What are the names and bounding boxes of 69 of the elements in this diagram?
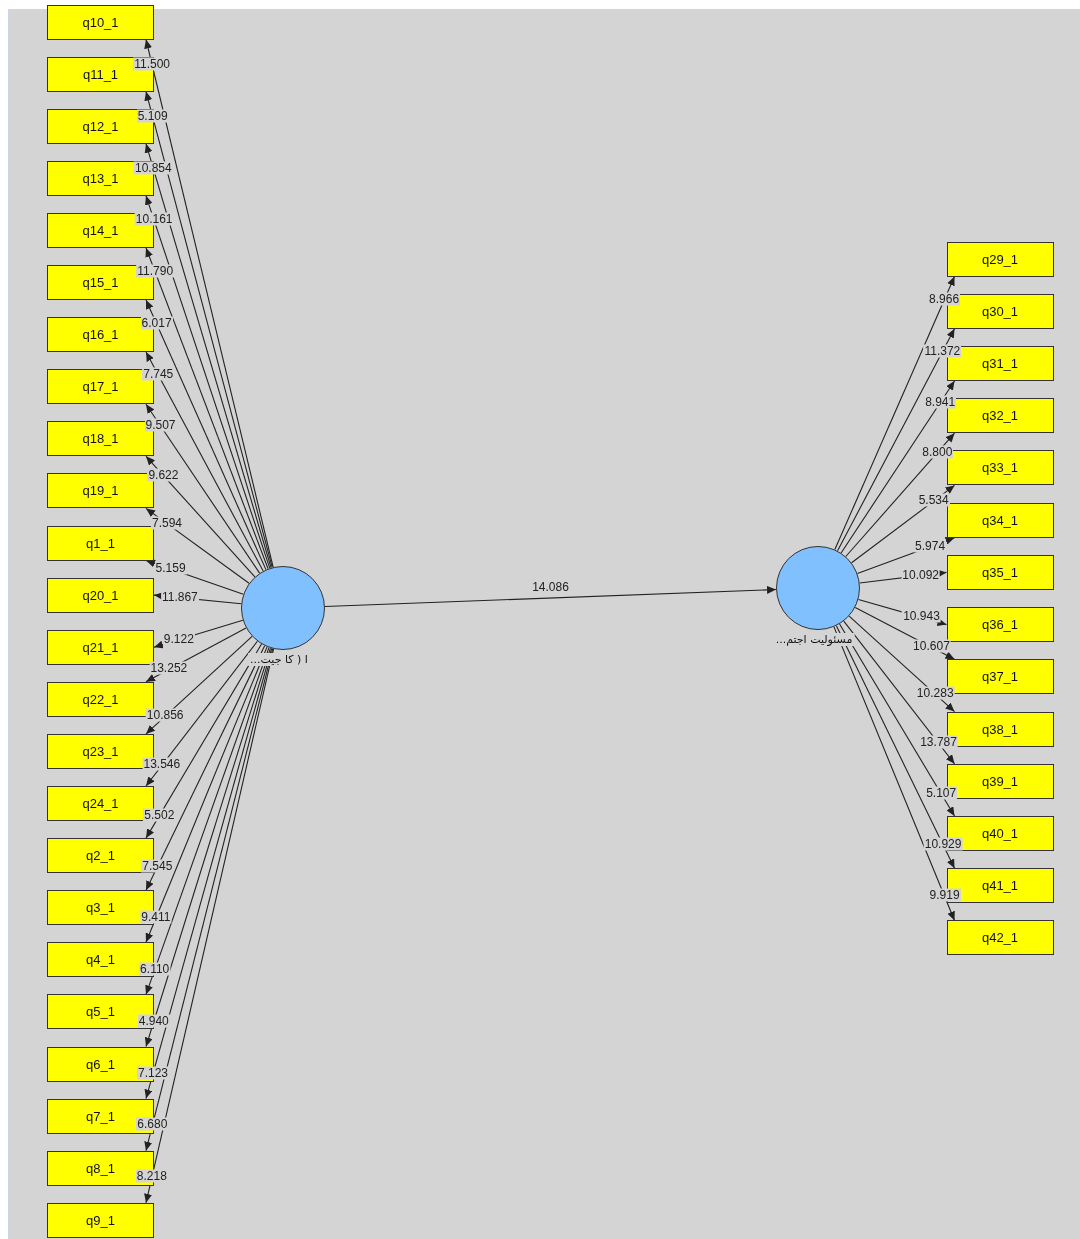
indicator-box: q35_1 <box>946 554 1054 590</box>
edge-label: 10.161 <box>134 212 174 226</box>
arrow <box>145 403 261 574</box>
edge-label: 7.745 <box>142 367 175 381</box>
indicator-box: q42_1 <box>946 920 1054 956</box>
edge-label: 5.534 <box>917 493 950 507</box>
arrow <box>843 620 956 765</box>
edge-label: 8.941 <box>924 395 957 409</box>
edge-label: 10.283 <box>915 686 955 700</box>
edge-label: 10.092 <box>901 568 941 581</box>
edge-label: 9.507 <box>144 418 177 432</box>
edge-label: 10.943 <box>902 610 941 623</box>
arrow <box>835 625 956 869</box>
arrow <box>833 626 956 922</box>
indicator-box: q29_1 <box>946 241 1054 277</box>
indicator-box: q1_1 <box>47 525 154 561</box>
edge-label: 5.107 <box>925 786 958 800</box>
arrow <box>145 646 268 943</box>
edge-label: 6.110 <box>139 962 171 976</box>
edge-label: 8.966 <box>928 292 961 306</box>
arrow <box>145 455 256 578</box>
indicator-box: q10_1 <box>47 4 154 40</box>
edge-label: 13.546 <box>142 757 182 771</box>
edge-label: 9.411 <box>140 910 172 924</box>
edge-label: 5.159 <box>154 561 187 575</box>
edge-label: 9.622 <box>147 468 180 482</box>
edge-label: 7.123 <box>136 1066 169 1080</box>
arrow <box>145 645 266 891</box>
arrow <box>145 643 263 839</box>
arrow <box>834 275 956 551</box>
edge-label: 11.500 <box>133 57 171 71</box>
indicator-box: q9_1 <box>47 1202 154 1238</box>
arrow <box>324 585 777 607</box>
arrow <box>840 380 956 554</box>
arrow <box>845 432 956 558</box>
arrow <box>839 623 956 817</box>
arrow <box>145 247 269 570</box>
arrow <box>848 615 956 713</box>
edge-label: 6.680 <box>136 1118 169 1131</box>
edge-label: 13.252 <box>149 661 189 675</box>
construct-caption: مسئولیت اجتم... <box>773 633 855 646</box>
edge-label: 11.867 <box>160 590 199 604</box>
edge-label: 6.017 <box>140 316 173 330</box>
edge-label: 9.919 <box>928 888 961 902</box>
edge-label: 14.086 <box>531 580 570 594</box>
edge-label: 5.109 <box>136 109 169 123</box>
construct-caption: ا ( کا جیت... <box>248 653 310 666</box>
arrow <box>837 328 956 552</box>
arrow <box>145 647 270 995</box>
edge-label: 10.607 <box>912 639 951 653</box>
edge-label: 5.502 <box>143 808 176 822</box>
edge-label: 8.218 <box>135 1169 168 1183</box>
edge-label: 11.372 <box>923 344 962 358</box>
edge-label: 8.800 <box>921 445 954 459</box>
edge-label: 10.854 <box>134 161 173 175</box>
edge-label: 7.594 <box>151 516 184 530</box>
edge-label: 9.122 <box>162 632 195 646</box>
edge-label: 7.545 <box>141 859 174 873</box>
edge-label: 10.856 <box>145 708 185 722</box>
edge-label: 13.787 <box>919 735 958 749</box>
edge-label: 4.940 <box>137 1014 170 1028</box>
indicator-box: q20_1 <box>47 577 154 613</box>
edge-label: 10.929 <box>923 837 963 851</box>
edge-label: 11.790 <box>136 264 175 278</box>
indicator-box: q34_1 <box>946 502 1054 538</box>
edge-label: 5.974 <box>914 539 947 553</box>
arrow <box>145 299 267 571</box>
arrow <box>145 640 258 787</box>
arrow <box>145 351 264 572</box>
